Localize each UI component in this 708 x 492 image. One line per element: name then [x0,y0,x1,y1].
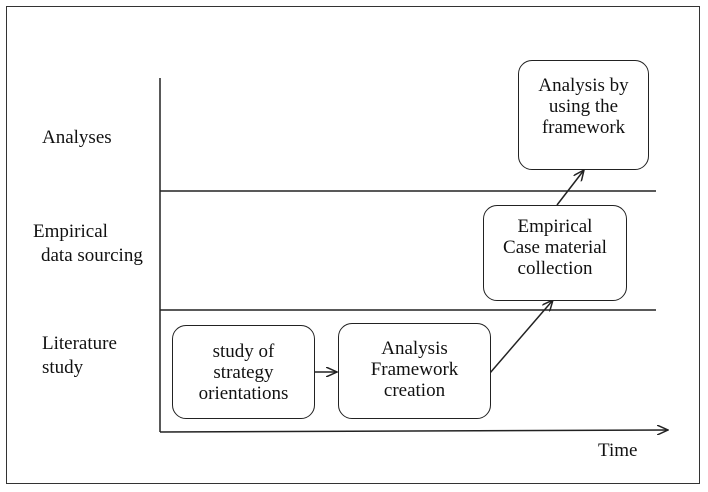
time-axis-label: Time [598,440,638,461]
time-axis-line [159,430,668,432]
box-empirical-collection: Empirical Case material collection [483,205,627,301]
arrow-empirical-to-analysis [556,170,584,206]
lane-label-literature: Literature study [42,332,117,380]
box-strategy-study-text: study of strategy orientations [198,341,289,404]
box-framework-creation-text: Analysis Framework creation [370,338,459,401]
lane-label-literature-line2: study [42,357,84,378]
lane-label-empirical-line2: data sourcing [41,245,143,266]
box-analysis-framework: Analysis by using the framework [518,60,649,170]
lane-label-analyses: Analyses [42,127,112,148]
diagram-frame [6,6,700,484]
arrow-framework-to-empirical [489,300,553,374]
box-analysis-framework-text: Analysis by using the framework [538,75,629,138]
lane-label-empirical: Empirical data sourcing [33,220,143,268]
box-framework-creation: Analysis Framework creation [338,323,491,419]
box-strategy-study: study of strategy orientations [172,325,315,419]
box-empirical-collection-text: Empirical Case material collection [503,216,607,279]
lane-label-literature-line1: Literature [42,333,117,354]
lane-label-empirical-line1: Empirical [33,221,108,242]
